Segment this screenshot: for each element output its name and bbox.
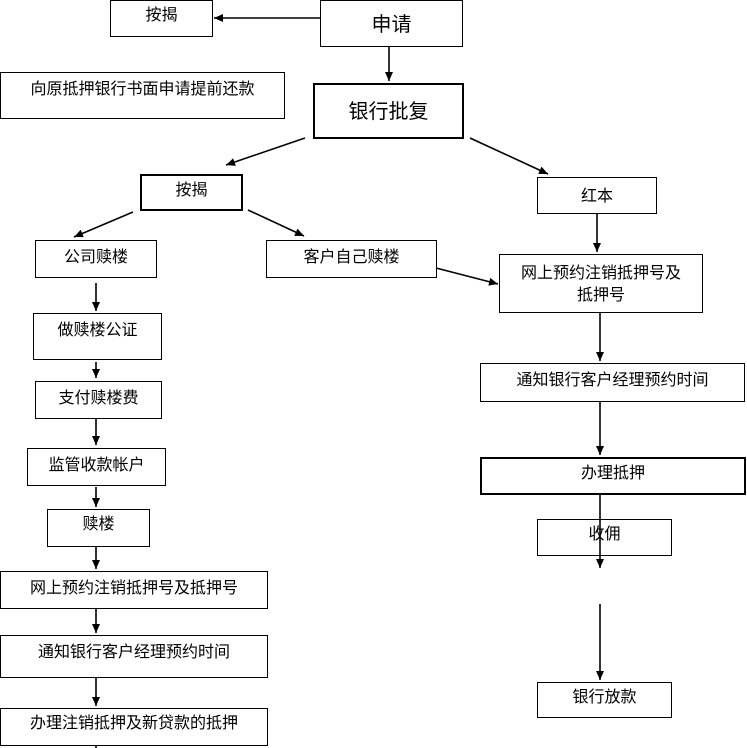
escrow-account-box: 监管收款帐户 xyxy=(27,448,166,486)
pay-fee-box: 支付赎楼费 xyxy=(35,381,162,419)
arrow-approval-to-mortgage xyxy=(225,137,306,166)
red-book-box: 红本 xyxy=(537,177,657,214)
mortgage-top-box: 按揭 xyxy=(110,0,213,37)
handle-mortgage-box: 办理抵押 xyxy=(480,457,746,495)
arrow-client-to-online xyxy=(435,267,499,286)
arrow-mortgage-to-company xyxy=(73,211,134,238)
arrow-mortgage-to-client xyxy=(247,209,305,237)
bank-approval-box: 银行批复 xyxy=(313,83,464,139)
notarize-box: 做赎楼公证 xyxy=(33,313,162,360)
client-redeem-box: 客户自己赎楼 xyxy=(266,240,437,278)
collect-commission-box: 收佣 xyxy=(537,519,672,556)
bank-loan-box: 银行放款 xyxy=(537,682,672,718)
online-cancel-left-box: 网上预约注销抵押号及抵押号 xyxy=(0,571,268,609)
notify-left-box: 通知银行客户经理预约时间 xyxy=(0,635,268,678)
online-cancel-right-box: 网上预约注销抵押号及抵押号 xyxy=(499,254,703,313)
redeem-box: 赎楼 xyxy=(47,509,150,547)
early-repayment-box: 向原抵押银行书面申请提前还款 xyxy=(0,72,285,119)
handle-cancel-box: 办理注销抵押及新贷款的抵押 xyxy=(0,708,268,746)
mortgage-mid-box: 按揭 xyxy=(140,174,243,211)
company-redeem-box: 公司赎楼 xyxy=(35,240,157,278)
notify-right-box: 通知银行客户经理预约时间 xyxy=(480,363,745,402)
arrow-approval-to-redbook xyxy=(469,137,549,175)
apply-box: 申请 xyxy=(320,0,463,47)
